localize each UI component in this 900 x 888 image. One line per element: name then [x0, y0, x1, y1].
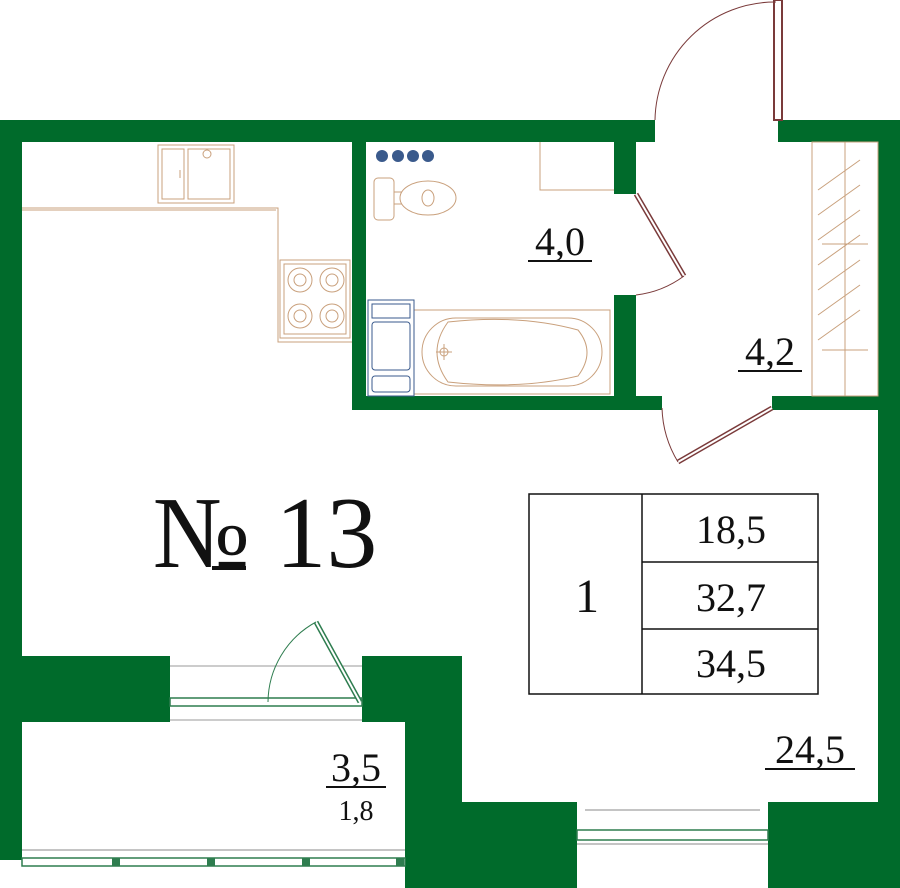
wall-bath-bottom: [352, 396, 662, 410]
wardrobe-hatching: [817, 159, 868, 351]
living-door-leaf-inner: [677, 407, 773, 463]
bath-door-arc: [635, 275, 685, 296]
sink-bowl-left: [161, 148, 185, 200]
bathroom-niche: [539, 142, 614, 191]
info-table: [528, 493, 819, 695]
sink-bowl-right: [187, 148, 231, 200]
apartment-number: № 13: [153, 477, 378, 590]
entrance-door-leaf: [773, 0, 783, 121]
wall-loggia-left-block: [0, 656, 170, 722]
riser-pipes: [376, 150, 434, 162]
stove-burners: [287, 267, 345, 329]
glazing-mark: [112, 858, 120, 866]
glazing-mark: [396, 858, 404, 866]
living-door-arc: [661, 407, 679, 463]
glazing-mark: [207, 858, 215, 866]
kitchen-counter: [22, 207, 352, 343]
bath-door-leaf-inner: [635, 193, 685, 277]
wall-left: [0, 120, 22, 720]
toilet-tank: [373, 177, 395, 221]
washing-machine: [367, 299, 415, 397]
wall-hall-bottom: [772, 396, 878, 410]
doors: [267, 0, 783, 704]
windows: [21, 697, 769, 867]
wall-bottom-mid: [405, 802, 577, 888]
wall-top-right: [778, 120, 900, 142]
sink: [157, 144, 235, 204]
stove-inner: [283, 263, 347, 335]
wall-bath-right-top: [614, 142, 636, 194]
wardrobe: [811, 141, 879, 397]
toilet-bowl: [399, 180, 457, 216]
walls: [0, 120, 900, 888]
bathtub-inner: [421, 317, 603, 387]
stove: [279, 259, 351, 339]
window-living-bottom: [576, 829, 769, 841]
bathtub-basin: [436, 318, 588, 386]
toilet-seat: [421, 189, 435, 207]
loggia-door-arc: [267, 621, 317, 703]
wall-right-upper: [878, 120, 900, 410]
living-area-value: 18,5: [696, 507, 766, 552]
wall-right-lower: [878, 408, 900, 806]
loggia-glazing-marks: [112, 858, 404, 866]
living-room-area: 24,5: [775, 727, 845, 772]
total-area-with-balcony-value: 34,5: [696, 641, 766, 686]
glazing-mark: [302, 858, 310, 866]
wall-bath-right-bottom: [614, 295, 636, 410]
wall-top-left: [0, 120, 655, 142]
loggia-opening-lines: [170, 665, 362, 721]
window-loggia-door: [169, 697, 363, 707]
room-count: 1: [575, 570, 599, 623]
total-area-value: 32,7: [696, 575, 766, 620]
wall-loggia-outer-left: [0, 720, 22, 860]
balcony-area: 3,5: [331, 745, 381, 790]
sink-drain: [202, 149, 212, 159]
wall-bottom-right: [768, 802, 900, 888]
wall-bath-left: [352, 142, 366, 410]
balcony-reduced-area: 1,8: [339, 796, 374, 827]
loggia-door-leaf-inner: [315, 621, 361, 703]
entrance-door-arc: [654, 1, 777, 121]
bathroom-area: 4,0: [535, 219, 585, 264]
hallway-area: 4,2: [745, 329, 795, 374]
kitchen: [22, 144, 352, 343]
